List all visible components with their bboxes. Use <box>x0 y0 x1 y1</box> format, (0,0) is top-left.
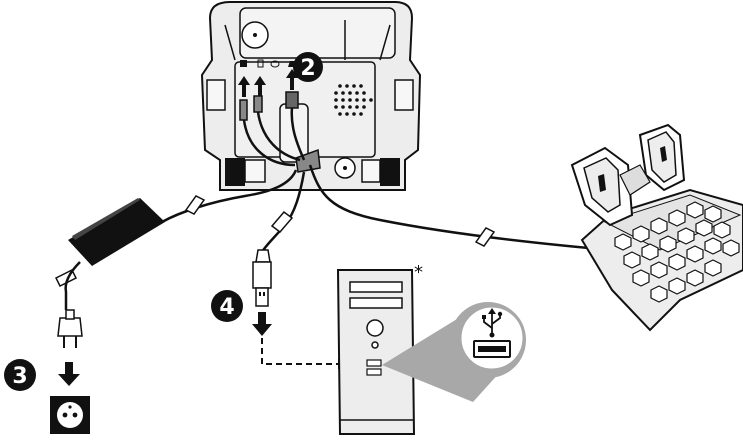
step-3-badge: 3 <box>4 359 36 391</box>
step-3-label: 3 <box>12 364 27 389</box>
usb-a-connector-icon <box>253 250 271 306</box>
down-arrow-3 <box>58 362 80 386</box>
power-socket-icon <box>50 396 90 434</box>
step-2-badge: 2 <box>293 52 323 82</box>
power-plug <box>58 310 82 348</box>
down-arrow-4 <box>252 312 272 336</box>
pedal-set-icon <box>572 125 743 330</box>
pc-footnote-marker: * <box>414 262 423 283</box>
step-2-label: 2 <box>300 56 315 81</box>
step-4-badge: 4 <box>211 290 243 322</box>
pc-tower-icon <box>338 270 414 434</box>
usb-route-dashed <box>262 338 340 364</box>
power-adapter <box>66 198 165 310</box>
step-4-label: 4 <box>219 295 234 320</box>
wheel-base <box>202 2 420 190</box>
